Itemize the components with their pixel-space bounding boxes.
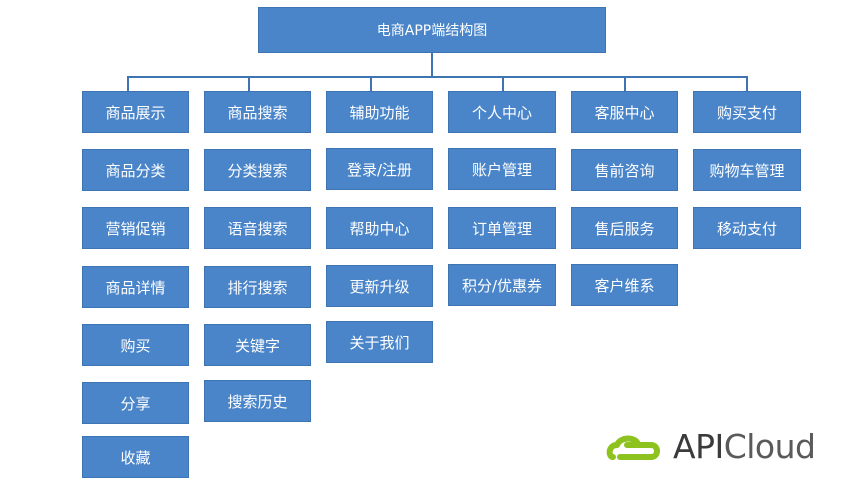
category-node-auxiliary: 辅助功能	[326, 91, 433, 133]
leaf-node: 售后服务	[571, 207, 678, 249]
leaf-node: 购物车管理	[693, 149, 801, 191]
connector-col-3	[370, 76, 372, 91]
leaf-node: 账户管理	[448, 148, 556, 190]
leaf-node: 搜索历史	[204, 380, 311, 422]
connector-col-5	[624, 76, 626, 91]
connector-col-2	[248, 76, 250, 91]
leaf-node: 商品分类	[82, 149, 189, 191]
apicloud-logo: APICloud	[605, 425, 816, 467]
leaf-node: 排行搜索	[204, 266, 311, 308]
leaf-node: 订单管理	[448, 207, 556, 249]
leaf-node: 关键字	[204, 324, 311, 366]
category-node-purchase-payment: 购买支付	[693, 91, 801, 133]
logo-text-cloud: Cloud	[723, 426, 816, 466]
apicloud-logo-icon	[606, 435, 660, 460]
leaf-node: 购买	[82, 324, 189, 366]
connector-col-6	[746, 76, 748, 91]
connector-col-1	[127, 76, 129, 91]
leaf-node: 更新升级	[326, 265, 433, 307]
connector-horizontal	[127, 76, 747, 78]
root-node: 电商APP端结构图	[258, 7, 606, 53]
category-node-product-search: 商品搜索	[204, 91, 311, 133]
leaf-node: 登录/注册	[326, 148, 433, 190]
leaf-node: 售前咨询	[571, 149, 678, 191]
category-node-product-display: 商品展示	[82, 91, 189, 133]
category-node-personal-center: 个人中心	[448, 91, 556, 133]
leaf-node: 语音搜索	[204, 207, 311, 249]
leaf-node: 商品详情	[82, 266, 189, 308]
category-node-customer-service: 客服中心	[571, 91, 678, 133]
leaf-node: 客户维系	[571, 264, 678, 306]
leaf-node: 分享	[82, 382, 189, 424]
leaf-node: 积分/优惠券	[448, 264, 556, 306]
leaf-node: 关于我们	[326, 321, 433, 363]
leaf-node: 分类搜索	[204, 149, 311, 191]
leaf-node: 移动支付	[693, 207, 801, 249]
leaf-node: 帮助中心	[326, 207, 433, 249]
connector-root-down	[431, 53, 433, 77]
connector-col-4	[502, 76, 504, 91]
leaf-node: 收藏	[82, 436, 189, 478]
leaf-node: 营销促销	[82, 207, 189, 249]
logo-text-api: API	[673, 426, 724, 466]
